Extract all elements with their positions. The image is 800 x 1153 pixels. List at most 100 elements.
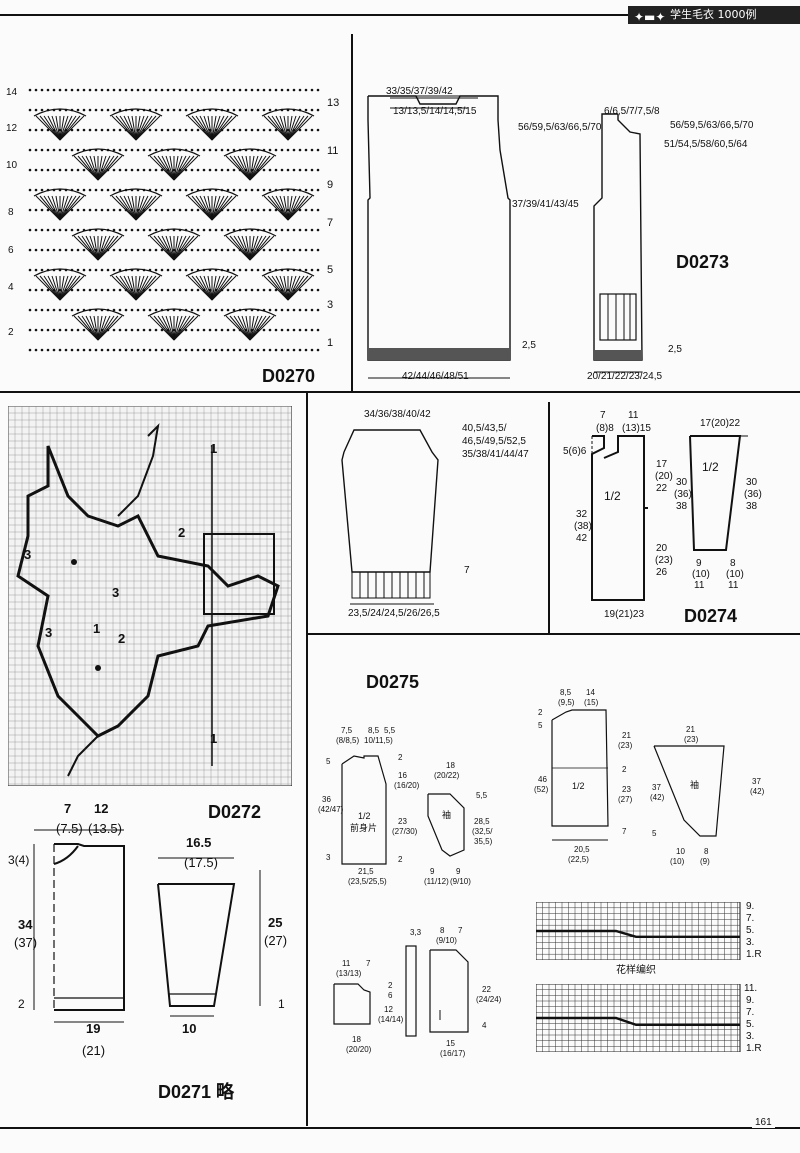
chain-dot	[82, 248, 86, 252]
chain-dot	[316, 168, 320, 172]
fan-stitch	[211, 275, 229, 301]
fan-stitch	[263, 195, 289, 221]
fan-stitch	[59, 275, 69, 301]
chain-dot	[304, 128, 308, 132]
chain-dot	[154, 248, 158, 252]
chain-dot	[76, 148, 80, 152]
fan-stitch	[241, 315, 251, 341]
fan-stitch	[165, 315, 175, 341]
fan-stitch	[173, 235, 199, 261]
chain-dot	[52, 228, 56, 232]
fan-stitch	[203, 115, 213, 141]
chain-dot	[226, 128, 230, 132]
fan-stitch	[135, 115, 153, 141]
d0274-drop: 5(6)6	[563, 446, 587, 457]
fan-stitch	[97, 235, 107, 261]
chain-dot	[76, 288, 80, 292]
chain-dot	[106, 268, 110, 272]
chain-dot	[100, 348, 104, 352]
chain-dot	[184, 268, 188, 272]
chain-dot	[28, 88, 32, 92]
knit2-row-2: 7.	[746, 1007, 755, 1018]
fan-stitch	[173, 235, 183, 261]
fan-stitch	[199, 275, 213, 301]
row-label-left-5: 4	[8, 282, 14, 293]
fan-stitch	[287, 275, 305, 301]
chain-dot	[70, 228, 74, 232]
chain-dot	[160, 128, 164, 132]
fan-stitch	[149, 315, 175, 341]
chain-dot	[100, 108, 104, 112]
chain-dot	[34, 248, 38, 252]
chain-dot	[106, 348, 110, 352]
fan-stitch	[233, 155, 251, 181]
d0274-len-2: (38)	[574, 521, 592, 532]
chain-dot	[112, 188, 116, 192]
fan-stitch	[135, 275, 145, 301]
fan-stitch	[135, 195, 161, 221]
chain-dot	[40, 308, 44, 312]
fan-stitch	[55, 275, 61, 301]
fan-stitch	[149, 155, 175, 181]
chain-dot	[142, 148, 146, 152]
page-number: 161	[752, 1118, 775, 1128]
fan-stitch	[131, 195, 137, 221]
d0274-neck-a2: (8)8	[596, 423, 614, 434]
chain-dot	[232, 268, 236, 272]
fan-stitch	[287, 195, 313, 221]
chain-dot	[268, 308, 272, 312]
chain-dot	[286, 348, 290, 352]
chain-dot	[316, 88, 320, 92]
d0275-f-t2b: 10/11,5)	[364, 736, 393, 745]
chain-dot	[88, 88, 92, 92]
chain-dot	[172, 88, 176, 92]
d0274-side-1: 20	[656, 543, 668, 554]
chain-dot	[208, 248, 212, 252]
fan-stitch	[199, 195, 213, 221]
chain-dot	[154, 208, 158, 212]
chain-dot	[268, 188, 272, 192]
d0275-sleeve2	[653, 745, 725, 837]
chain-dot	[154, 228, 158, 232]
d0275-b2-a2: (9,5)	[558, 698, 575, 707]
fan-stitch	[233, 315, 251, 341]
chain-dot	[82, 88, 86, 92]
chain-dot	[286, 148, 290, 152]
chain-dot	[118, 308, 122, 312]
fan-stitch	[249, 235, 259, 261]
fan-stitch	[191, 195, 213, 221]
d0274-sleeve-l2: (36)	[674, 489, 692, 500]
fan-stitch	[59, 115, 85, 141]
fan-stitch	[173, 155, 183, 181]
fan-stitch	[89, 235, 99, 261]
chain-dot	[178, 288, 182, 292]
row-label-left-2: 10	[6, 160, 18, 171]
chain-dot	[256, 188, 260, 192]
fan-stitch	[263, 115, 289, 141]
chain-dot	[94, 268, 98, 272]
chain-dot	[280, 308, 284, 312]
fan-stitch	[237, 235, 251, 261]
chain-dot	[226, 308, 230, 312]
chain-dot	[40, 268, 44, 272]
d0275-b2-b: 14	[586, 688, 595, 697]
chain-dot	[316, 248, 320, 252]
fan-stitch	[127, 115, 137, 141]
fan-stitch	[287, 195, 297, 221]
chain-dot	[232, 308, 236, 312]
chain-dot	[40, 128, 44, 132]
chain-dot	[40, 348, 44, 352]
chain-dot	[226, 188, 230, 192]
chain-dot	[316, 288, 320, 292]
chain-dot	[130, 228, 134, 232]
chain-dot	[178, 208, 182, 212]
d0275-f-h2: 36	[322, 795, 331, 804]
chain-dot	[256, 208, 260, 212]
chain-dot	[292, 148, 296, 152]
side-inner: 51/54,5/58/60,5/64	[664, 139, 748, 150]
fan-stitch	[77, 155, 99, 181]
chain-dot	[202, 248, 206, 252]
fan-stitch	[275, 275, 289, 301]
front-neck-width: 13/13,5/14/14,5/15	[393, 106, 477, 117]
chain-dot	[298, 348, 302, 352]
